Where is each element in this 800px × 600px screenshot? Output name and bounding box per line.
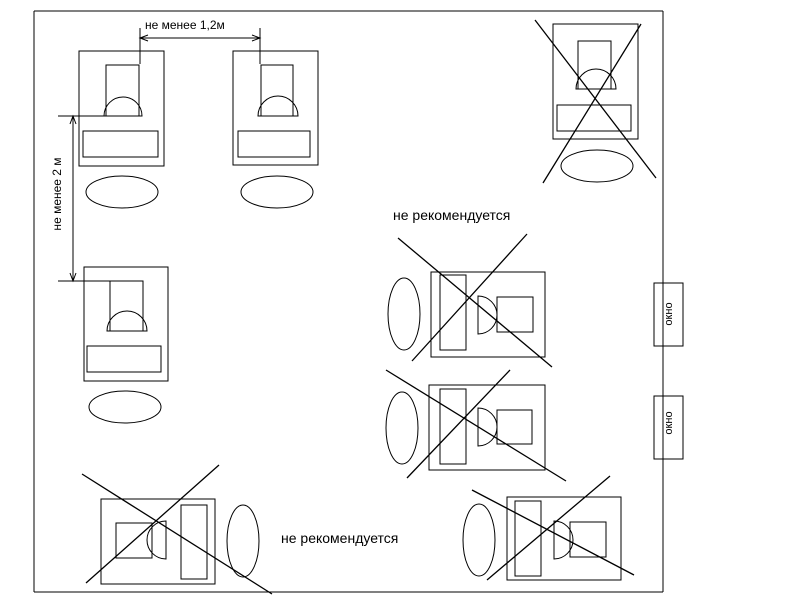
label-not-recommended-2: не рекомендуется xyxy=(281,530,398,546)
dimension-horizontal-label: не менее 1,2м xyxy=(145,18,225,32)
label-not-recommended-1: не рекомендуется xyxy=(393,207,510,223)
cross-line xyxy=(385,369,567,482)
cross-line xyxy=(411,233,528,362)
workstation-4-not-recommended xyxy=(534,19,657,184)
cross-line xyxy=(81,473,273,595)
workstation-5-not-recommended xyxy=(387,233,553,368)
cross-line xyxy=(471,489,635,576)
workstation-8-not-recommended xyxy=(462,475,635,581)
dimension-horizontal: не менее 1,2м xyxy=(138,18,262,64)
cross-line xyxy=(486,475,611,581)
cross-line xyxy=(85,464,220,584)
workstation-7-not-recommended xyxy=(81,464,273,595)
workstation-1 xyxy=(78,50,165,209)
cross-line xyxy=(406,369,511,479)
window-label-2: окно xyxy=(663,411,675,434)
window-1: окно xyxy=(653,282,684,347)
cross-line xyxy=(542,23,642,184)
window-label-1: окно xyxy=(663,302,675,325)
workstation-6-not-recommended xyxy=(385,369,567,482)
workstation-2 xyxy=(232,50,319,209)
dimension-vertical-label: не менее 2 м xyxy=(50,157,64,230)
workstation-3 xyxy=(83,266,169,424)
cross-line xyxy=(397,237,553,368)
room-outline xyxy=(33,10,664,593)
dimension-vertical: не менее 2 м xyxy=(50,114,110,283)
window-2: окно xyxy=(653,395,684,460)
